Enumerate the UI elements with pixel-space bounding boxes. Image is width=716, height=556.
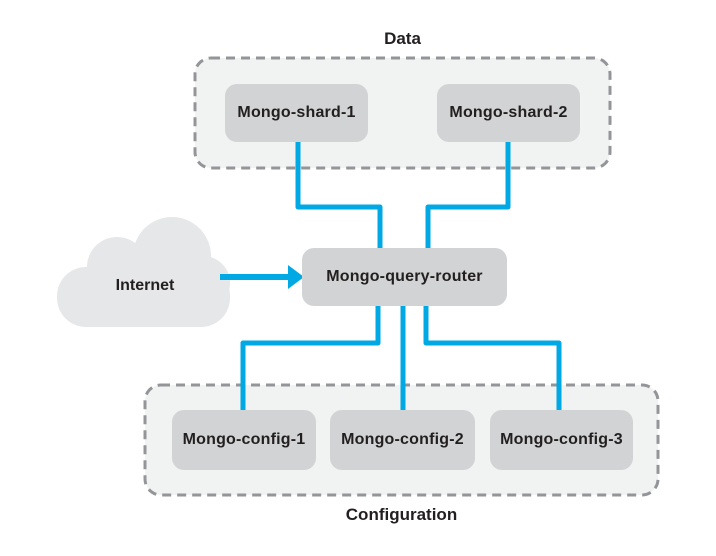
right-arrow-icon (220, 265, 304, 289)
connector-router-to-config3 (423, 304, 562, 412)
connector-shard1-to-router (295, 140, 383, 250)
node-mongo-config-2-label: Mongo-config-2 (341, 431, 464, 448)
connector-shard2-to-router (425, 140, 511, 250)
node-mongo-config-1: Mongo-config-1 (172, 410, 316, 470)
node-mongo-query-router: Mongo-query-router (302, 248, 507, 306)
internet-label: Internet (115, 277, 175, 294)
configuration-group-label: Configuration (345, 505, 458, 524)
node-mongo-shard-1-label: Mongo-shard-1 (237, 104, 356, 121)
node-mongo-config-3: Mongo-config-3 (490, 410, 633, 470)
internet-cloud-icon (57, 217, 230, 327)
node-mongo-query-router-label: Mongo-query-router (326, 268, 483, 285)
node-mongo-shard-2: Mongo-shard-2 (437, 84, 580, 142)
connector-router-to-config1 (240, 304, 381, 412)
node-mongo-shard-1: Mongo-shard-1 (225, 84, 368, 142)
data-group-label: Data (384, 29, 421, 48)
node-mongo-config-3-label: Mongo-config-3 (500, 431, 623, 448)
node-mongo-config-1-label: Mongo-config-1 (182, 431, 306, 448)
node-mongo-config-2: Mongo-config-2 (330, 410, 475, 470)
node-mongo-shard-2-label: Mongo-shard-2 (449, 104, 568, 121)
